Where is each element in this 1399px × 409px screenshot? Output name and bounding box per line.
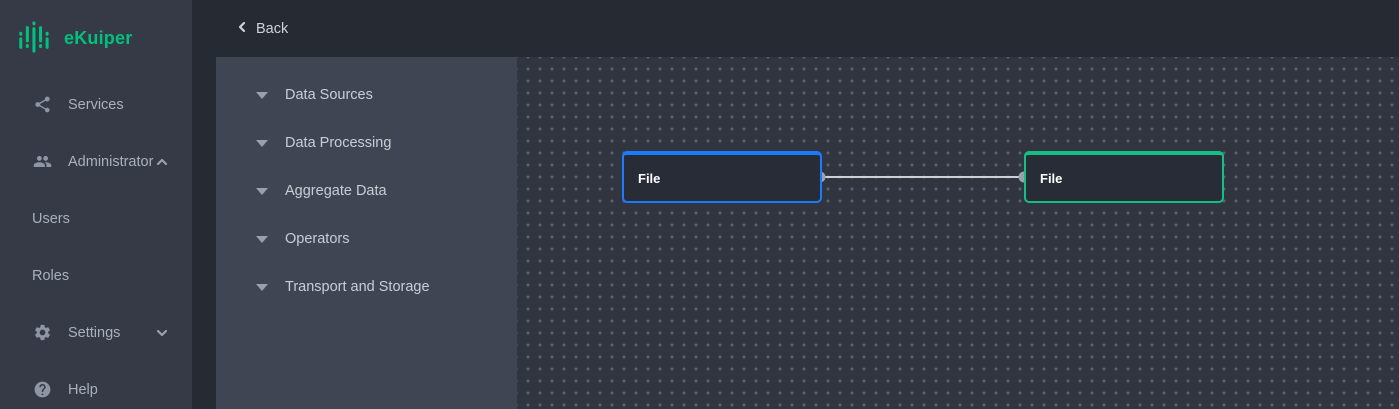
palette-section-operators[interactable]: Operators — [216, 215, 517, 263]
back-button[interactable]: Back — [236, 21, 288, 37]
flow-node-file-target[interactable]: File — [1024, 151, 1224, 203]
palette-section-label: Data Processing — [285, 135, 392, 151]
flow-canvas[interactable]: File File — [517, 57, 1399, 409]
sidebar-item-settings[interactable]: Settings — [0, 304, 192, 361]
triangle-down-icon — [256, 91, 268, 99]
node-label: File — [638, 170, 661, 186]
palette-section-label: Data Sources — [285, 87, 373, 103]
palette-section-transport-and-storage[interactable]: Transport and Storage — [216, 263, 517, 311]
sidebar-item-label: Roles — [32, 267, 70, 284]
sidebar-item-roles[interactable]: Roles — [0, 247, 192, 304]
palette-section-label: Transport and Storage — [285, 279, 430, 295]
palette-section-label: Operators — [285, 231, 350, 247]
sidebar-item-label: Users — [32, 210, 70, 227]
main-header: Back — [192, 0, 1399, 57]
sidebar-item-services[interactable]: Services — [0, 76, 192, 133]
node-label: File — [1040, 170, 1063, 186]
equalizer-bars-logo-icon — [17, 19, 49, 57]
sidebar: eKuiper Services Administrator Users Rol… — [0, 0, 192, 409]
sidebar-item-label: Settings — [68, 324, 121, 341]
chevron-left-icon — [236, 21, 248, 37]
triangle-down-icon — [256, 187, 268, 195]
app-title: eKuiper — [64, 27, 133, 48]
app-logo[interactable]: eKuiper — [0, 0, 192, 76]
help-icon — [33, 380, 52, 399]
sidebar-item-administrator[interactable]: Administrator — [0, 133, 192, 190]
triangle-down-icon — [256, 283, 268, 291]
sidebar-item-label: Help — [68, 381, 98, 398]
share-icon — [33, 95, 52, 114]
palette-section-aggregate-data[interactable]: Aggregate Data — [216, 167, 517, 215]
people-icon — [33, 152, 52, 171]
sidebar-item-label: Administrator — [68, 153, 154, 170]
sidebar-item-users[interactable]: Users — [0, 190, 192, 247]
triangle-down-icon — [256, 235, 268, 243]
triangle-down-icon — [256, 139, 268, 147]
palette-section-data-sources[interactable]: Data Sources — [216, 71, 517, 119]
chevron-down-icon[interactable] — [156, 327, 168, 339]
flow-node-file-source[interactable]: File — [622, 151, 822, 203]
node-palette-panel: Data Sources Data Processing Aggregate D… — [216, 57, 517, 409]
palette-section-data-processing[interactable]: Data Processing — [216, 119, 517, 167]
edge-layer — [814, 171, 1030, 183]
chevron-up-icon[interactable] — [156, 156, 168, 168]
sidebar-item-help[interactable]: Help — [0, 361, 192, 409]
palette-section-label: Aggregate Data — [285, 183, 387, 199]
sidebar-item-label: Services — [68, 96, 124, 113]
gear-icon — [33, 323, 52, 342]
back-label: Back — [256, 20, 289, 37]
